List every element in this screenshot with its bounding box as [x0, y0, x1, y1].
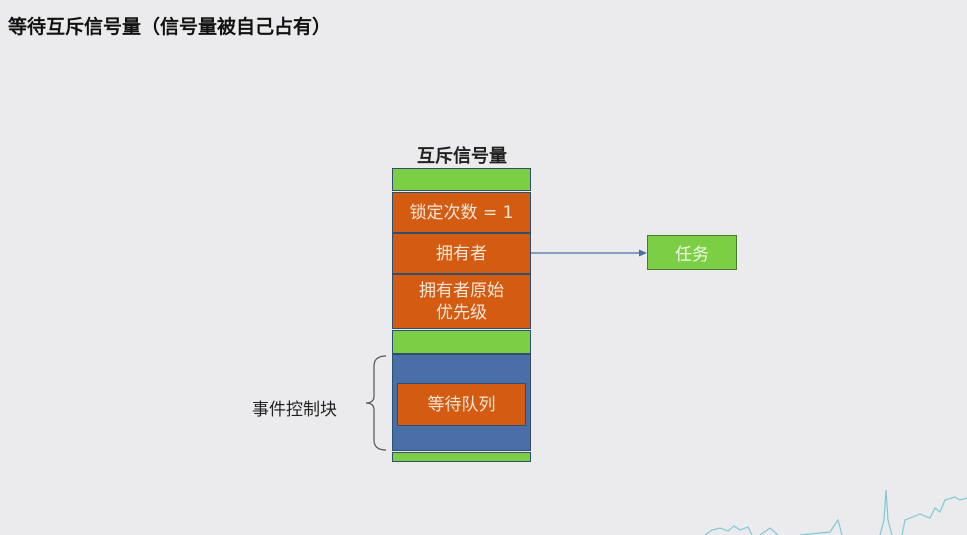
- owner-priority-block: 拥有者原始优先级: [392, 274, 531, 329]
- lock-count-label: 锁定次数 = 1: [409, 202, 514, 223]
- brace-icon: [365, 355, 387, 451]
- slide-title: 等待互斥信号量（信号量被自己占有）: [8, 16, 332, 38]
- skyline-decoration: [704, 489, 967, 535]
- green-footer-block: [392, 452, 531, 462]
- task-box: 任务: [647, 235, 737, 270]
- owner-block: 拥有者: [392, 233, 531, 274]
- owner-priority-line2: 优先级: [436, 302, 487, 323]
- wait-queue-label: 等待队列: [427, 394, 496, 415]
- wait-queue-block: 等待队列: [397, 383, 526, 426]
- green-divider-block: [392, 330, 531, 354]
- ecb-label: 事件控制块: [252, 400, 337, 420]
- owner-priority-line1: 拥有者原始: [419, 280, 504, 301]
- owner-label: 拥有者: [436, 243, 487, 264]
- green-header-block: [392, 168, 531, 191]
- mutex-title: 互斥信号量: [417, 146, 507, 167]
- lock-count-block: 锁定次数 = 1: [392, 192, 531, 233]
- arrow-head-icon: [639, 249, 647, 257]
